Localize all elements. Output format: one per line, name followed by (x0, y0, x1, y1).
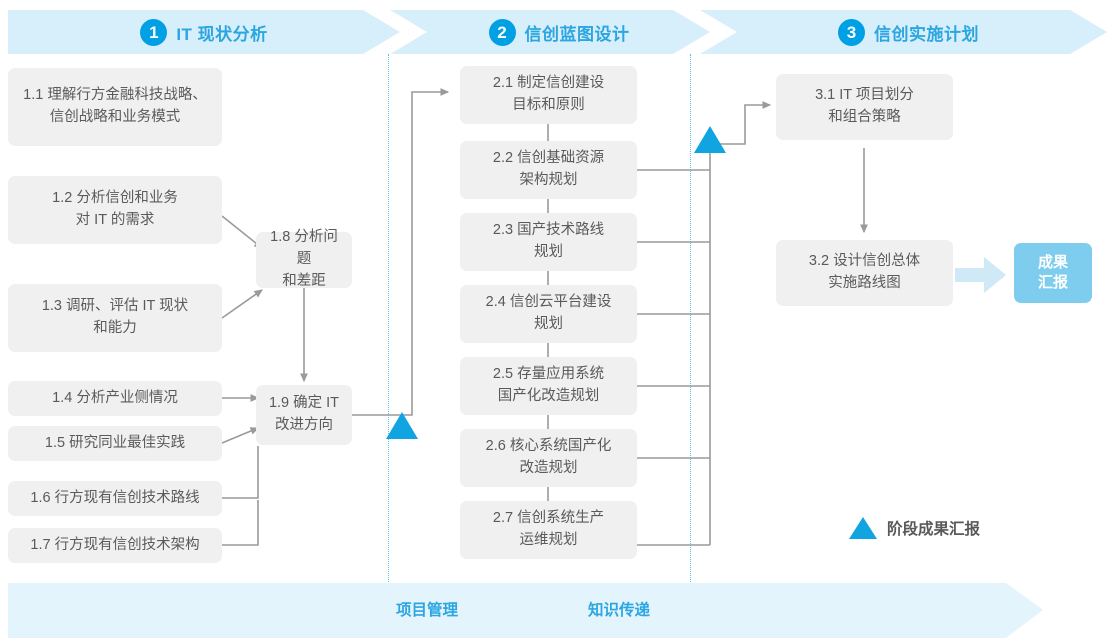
legend: 阶段成果汇报 (849, 517, 980, 539)
task-box-1-6[interactable]: 1.6 行方现有信创技术路线 (8, 481, 222, 516)
phase-header-2: 2 信创蓝图设计 (390, 10, 710, 54)
phase-header-3-shape (700, 10, 1107, 54)
task-box-1-9[interactable]: 1.9 确定 IT 改进方向 (256, 385, 352, 445)
result-arrow-icon (955, 257, 1006, 293)
task-box-2-1[interactable]: 2.1 制定信创建设 目标和原则 (460, 66, 637, 124)
task-box-1-2[interactable]: 1.2 分析信创和业务 对 IT 的需求 (8, 176, 222, 244)
milestone-triangle-icon-1 (386, 412, 418, 439)
phase-label-2: 信创蓝图设计 (524, 24, 630, 44)
task-box-2-6[interactable]: 2.6 核心系统国产化 改造规划 (460, 429, 637, 487)
bottom-band-shape (8, 583, 1043, 638)
column-divider-1 (388, 54, 389, 584)
phase-header-1-shape (8, 10, 400, 54)
bottom-band-label-1: 项目管理 (396, 602, 459, 619)
task-box-1-8[interactable]: 1.8 分析问题 和差距 (256, 229, 352, 289)
phase-number-3: 3 (838, 18, 865, 46)
phase-number-1: 1 (140, 18, 168, 46)
phase-label-1: IT 现状分析 (176, 24, 268, 44)
task-box-1-3[interactable]: 1.3 调研、评估 IT 现状 和能力 (8, 284, 222, 352)
task-box-1-7[interactable]: 1.7 行方现有信创技术架构 (8, 528, 222, 563)
task-box-1-4[interactable]: 1.4 分析产业侧情况 (8, 381, 222, 416)
task-box-3-2[interactable]: 3.2 设计信创总体 实施路线图 (776, 240, 953, 306)
phase-header-2-shape (390, 10, 710, 54)
task-box-2-2[interactable]: 2.2 信创基础资源 架构规划 (460, 141, 637, 199)
column-divider-2 (690, 54, 691, 584)
task-box-2-5[interactable]: 2.5 存量应用系统 国产化改造规划 (460, 357, 637, 415)
task-box-3-1[interactable]: 3.1 IT 项目划分 和组合策略 (776, 74, 953, 140)
phase-label-3: 信创实施计划 (874, 24, 979, 44)
result-badge[interactable]: 成果 汇报 (1014, 243, 1092, 303)
phase-header-3: 3 信创实施计划 (700, 10, 1107, 54)
legend-label: 阶段成果汇报 (887, 521, 981, 538)
task-box-1-5[interactable]: 1.5 研究同业最佳实践 (8, 426, 222, 461)
task-box-2-4[interactable]: 2.4 信创云平台建设 规划 (460, 285, 637, 343)
phase-header-1: 1 IT 现状分析 (8, 10, 400, 54)
bottom-band (0, 583, 1115, 638)
task-box-2-7[interactable]: 2.7 信创系统生产 运维规划 (460, 501, 637, 559)
task-box-1-1[interactable]: 1.1 理解行方金融科技战略、 信创战略和业务模式 (8, 68, 222, 146)
milestone-triangle-icon (849, 517, 877, 539)
milestone-triangle-icon-2 (694, 126, 726, 153)
task-box-2-3[interactable]: 2.3 国产技术路线 规划 (460, 213, 637, 271)
phase-number-2: 2 (488, 18, 516, 46)
bottom-band-label-2: 知识传递 (588, 602, 651, 619)
